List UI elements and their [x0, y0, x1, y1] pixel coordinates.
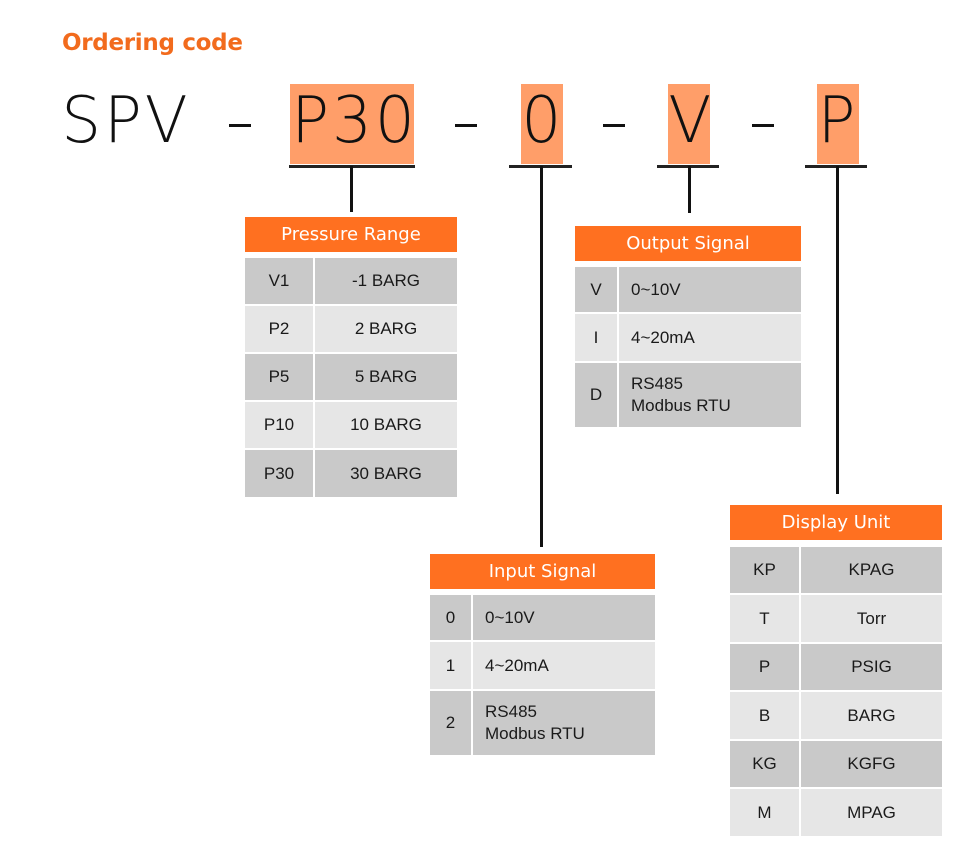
table-row: B BARG — [730, 692, 942, 739]
table-row: KG KGFG — [730, 741, 942, 787]
table-row: P5 5 BARG — [245, 354, 457, 400]
row-code: T — [730, 595, 799, 642]
row-code: 0 — [430, 595, 471, 640]
row-code: P30 — [245, 450, 313, 497]
table-row: M MPAG — [730, 789, 942, 836]
connector-unit — [836, 166, 839, 494]
connector-input — [540, 166, 543, 547]
code-segment-output: V — [668, 84, 715, 164]
row-code: V1 — [245, 258, 313, 304]
row-desc: BARG — [801, 692, 942, 739]
table-row: 1 4~20mA — [430, 642, 655, 689]
row-desc: 4~20mA — [473, 642, 655, 689]
code-segment-unit-text: P — [817, 84, 859, 158]
code-segment-input: 0 — [521, 84, 563, 164]
row-code: 1 — [430, 642, 471, 689]
code-segment-output-text: V — [668, 84, 715, 158]
code-prefix: SPV — [60, 84, 191, 164]
row-code: I — [575, 314, 617, 361]
row-desc: PSIG — [801, 644, 942, 690]
table-header: Display Unit — [730, 505, 942, 540]
table-row: V 0~10V — [575, 267, 801, 312]
row-code: P5 — [245, 354, 313, 400]
table-row: P30 30 BARG — [245, 450, 457, 497]
code-separator — [229, 124, 251, 127]
row-code: P10 — [245, 402, 313, 448]
table-row: D RS485 Modbus RTU — [575, 363, 801, 427]
row-code: KG — [730, 741, 799, 787]
table-row: I 4~20mA — [575, 314, 801, 361]
row-desc-line2: Modbus RTU — [485, 724, 585, 743]
row-desc: RS485 Modbus RTU — [473, 691, 655, 755]
connector-output — [688, 166, 691, 213]
table-header: Output Signal — [575, 226, 801, 261]
row-code: 2 — [430, 691, 471, 755]
row-desc: KPAG — [801, 547, 942, 593]
table-row: T Torr — [730, 595, 942, 642]
row-desc-line1: RS485 — [631, 374, 683, 393]
pressure-range-table: Pressure Range V1 -1 BARG P2 2 BARG P5 5… — [245, 217, 457, 499]
code-separator — [752, 124, 774, 127]
row-desc: MPAG — [801, 789, 942, 836]
row-code: P — [730, 644, 799, 690]
table-row: 0 0~10V — [430, 595, 655, 640]
table-header: Pressure Range — [245, 217, 457, 252]
row-code: V — [575, 267, 617, 312]
row-desc: RS485 Modbus RTU — [619, 363, 801, 427]
row-code: D — [575, 363, 617, 427]
row-desc: 4~20mA — [619, 314, 801, 361]
row-desc: KGFG — [801, 741, 942, 787]
display-unit-table: Display Unit KP KPAG T Torr P PSIG B BAR… — [730, 505, 942, 837]
row-desc: 10 BARG — [315, 402, 457, 448]
code-separator — [603, 124, 625, 127]
table-row: P2 2 BARG — [245, 306, 457, 352]
input-signal-table: Input Signal 0 0~10V 1 4~20mA 2 RS485 Mo… — [430, 554, 655, 756]
code-segment-unit: P — [817, 84, 859, 164]
row-desc: 5 BARG — [315, 354, 457, 400]
row-desc: -1 BARG — [315, 258, 457, 304]
connector-pressure — [350, 166, 353, 212]
row-code: KP — [730, 547, 799, 593]
row-desc: 0~10V — [473, 595, 655, 640]
row-desc: 30 BARG — [315, 450, 457, 497]
row-code: B — [730, 692, 799, 739]
table-row: P10 10 BARG — [245, 402, 457, 448]
table-row: KP KPAG — [730, 547, 942, 593]
code-prefix-text: SPV — [61, 84, 191, 158]
page-title: Ordering code — [62, 30, 243, 56]
code-separator — [455, 124, 477, 127]
row-desc: 2 BARG — [315, 306, 457, 352]
code-segment-input-text: 0 — [521, 84, 565, 158]
row-code: M — [730, 789, 799, 836]
row-desc: 0~10V — [619, 267, 801, 312]
row-desc-line2: Modbus RTU — [631, 396, 731, 415]
table-header: Input Signal — [430, 554, 655, 589]
table-row: 2 RS485 Modbus RTU — [430, 691, 655, 755]
table-row: P PSIG — [730, 644, 942, 690]
code-segment-pressure-text: P30 — [291, 84, 418, 158]
row-desc-line1: RS485 — [485, 702, 537, 721]
code-segment-pressure: P30 — [290, 84, 418, 164]
table-row: V1 -1 BARG — [245, 258, 457, 304]
output-signal-table: Output Signal V 0~10V I 4~20mA D RS485 M… — [575, 226, 801, 428]
row-desc: Torr — [801, 595, 942, 642]
row-code: P2 — [245, 306, 313, 352]
